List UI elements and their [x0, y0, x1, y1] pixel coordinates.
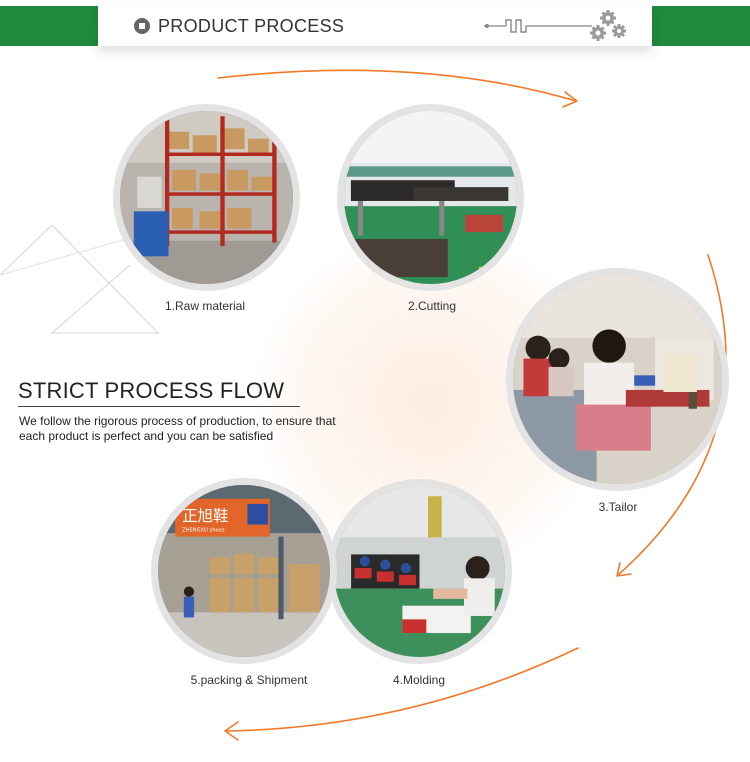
- step-photo-tailor: [506, 268, 729, 491]
- section-heading: STRICT PROCESS FLOW: [18, 378, 285, 403]
- header-title-group: PRODUCT PROCESS: [134, 13, 344, 39]
- step-photo-molding: [327, 479, 512, 664]
- step-label-raw-material: 1.Raw material: [164, 299, 246, 313]
- packing-banner-sign: 正旭鞋: [182, 507, 228, 525]
- page-title: PRODUCT PROCESS: [158, 15, 345, 36]
- step-photo-raw-material: [113, 104, 300, 291]
- step-label-molding: 4.Molding: [392, 673, 446, 687]
- step-label-cutting: 2.Cutting: [407, 299, 457, 313]
- gears-icon: [590, 10, 626, 41]
- step-photo-cutting: [337, 104, 524, 291]
- heading-underline: [18, 406, 300, 407]
- step-label-packing-shipment: 5.packing & Shipment: [190, 673, 308, 687]
- circuit-wire-icon: [484, 19, 592, 33]
- circle-square-icon: [134, 18, 150, 34]
- banner-left-accent: [0, 6, 112, 46]
- decorative-triangles: [0, 225, 160, 334]
- packing-banner-sign-sub: ZHENGXU shoes: [182, 527, 225, 533]
- step-label-tailor: 3.Tailor: [598, 500, 638, 514]
- banner-right-accent: [638, 6, 750, 46]
- step-photo-packing-shipment: 正旭鞋 ZHENGXU shoes: [151, 478, 337, 664]
- section-description: We follow the rigorous process of produc…: [19, 414, 336, 443]
